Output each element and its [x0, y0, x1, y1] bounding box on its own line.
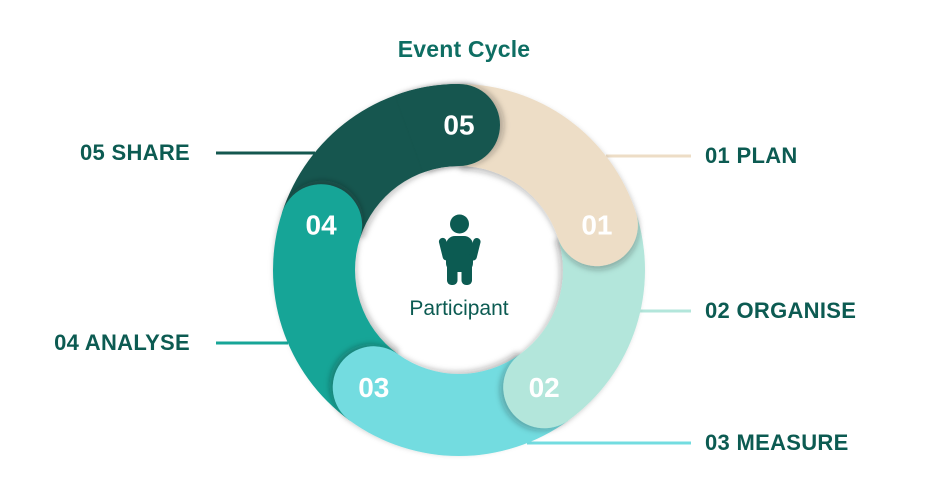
person-icon — [438, 214, 481, 285]
label-05-share: 05 SHARE — [80, 140, 190, 165]
segment-number-03: 03 — [358, 372, 389, 403]
segment-01-plan — [459, 84, 638, 267]
label-02-organise: 02 ORGANISE — [705, 298, 857, 323]
segment-02-organise — [503, 212, 645, 429]
segment-number-04: 04 — [306, 210, 338, 241]
diagram-title: Event Cycle — [397, 36, 531, 62]
segment-number-01: 01 — [581, 210, 612, 241]
segment-number-02: 02 — [529, 372, 560, 403]
label-03-measure: 03 MEASURE — [705, 430, 849, 455]
label-01-plan: 01 PLAN — [705, 143, 798, 168]
label-04-analyse: 04 ANALYSE — [54, 330, 190, 355]
segment-05-share-cap — [395, 84, 500, 173]
segment-number-05: 05 — [443, 110, 474, 141]
center-label: Participant — [409, 297, 509, 320]
